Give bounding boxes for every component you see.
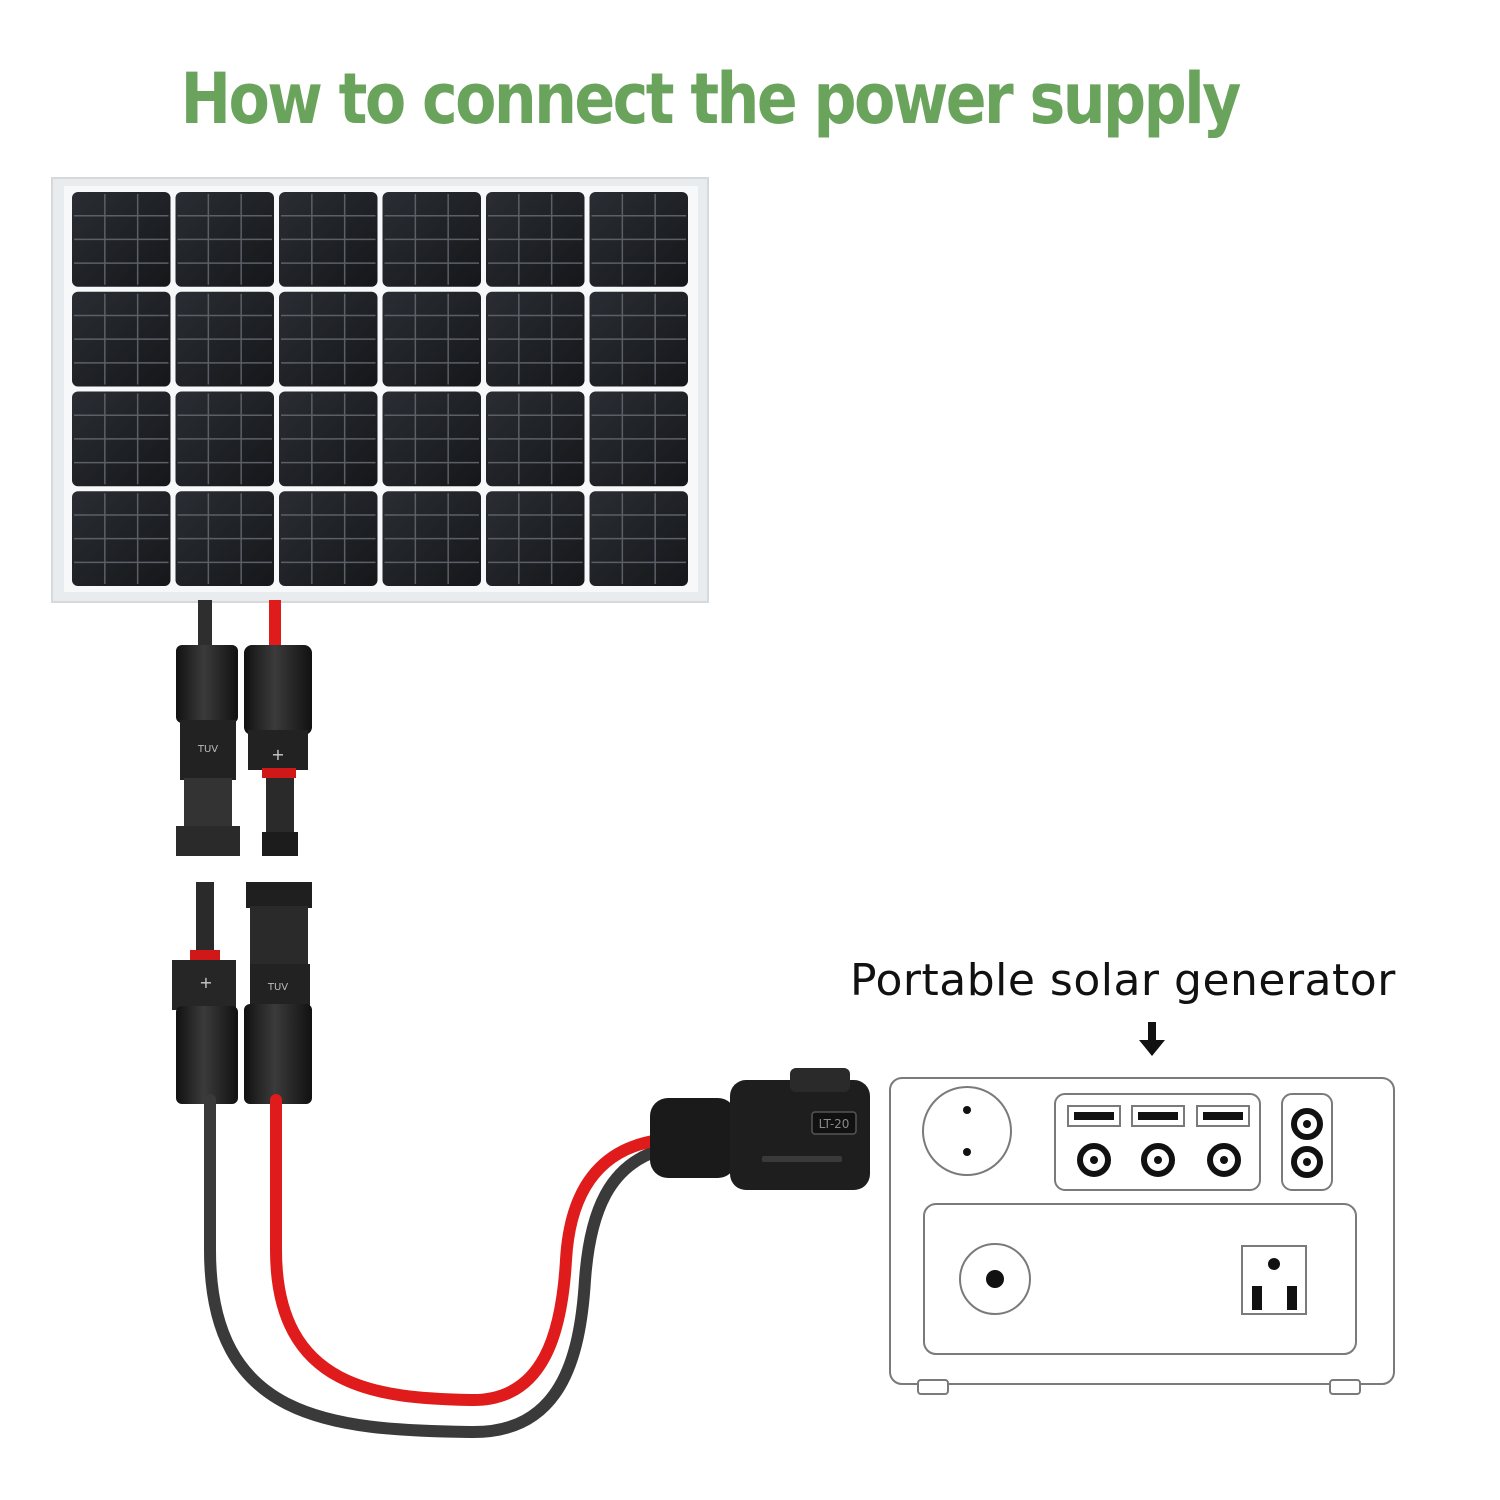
dc-port-icon bbox=[1077, 1143, 1241, 1177]
plug-code-label: LT-20 bbox=[819, 1117, 850, 1131]
plus-mark: + bbox=[271, 745, 284, 764]
plus-mark-lower: + bbox=[199, 973, 212, 992]
tuv-mark-lower: TUV bbox=[267, 982, 288, 993]
output-cables bbox=[204, 1094, 666, 1439]
generator-label: Portable solar generator bbox=[850, 955, 1396, 1006]
lower-mc4-connectors: + TUV bbox=[172, 882, 312, 1104]
upper-mc4-connectors: TUV + bbox=[176, 645, 312, 856]
upper-right-mc4-connector: + bbox=[244, 645, 312, 856]
usb-port-icon bbox=[1067, 1105, 1250, 1127]
generator-input-plug: LT-20 bbox=[650, 1068, 870, 1190]
page-title: How to connect the power supply bbox=[180, 58, 1242, 140]
down-arrow-icon bbox=[1139, 1022, 1165, 1056]
round-outlet-icon bbox=[922, 1086, 1012, 1176]
tuv-mark: TUV bbox=[197, 744, 218, 755]
upper-left-mc4-connector: TUV bbox=[176, 645, 240, 856]
us-outlet-icon bbox=[1241, 1245, 1307, 1315]
lower-right-mc4-connector: TUV bbox=[244, 882, 312, 1104]
portable-solar-generator bbox=[889, 1077, 1395, 1395]
lower-left-mc4-connector: + bbox=[172, 882, 238, 1104]
panel-leads bbox=[198, 600, 281, 650]
solar-cells bbox=[72, 192, 688, 586]
solar-panel bbox=[51, 177, 709, 603]
